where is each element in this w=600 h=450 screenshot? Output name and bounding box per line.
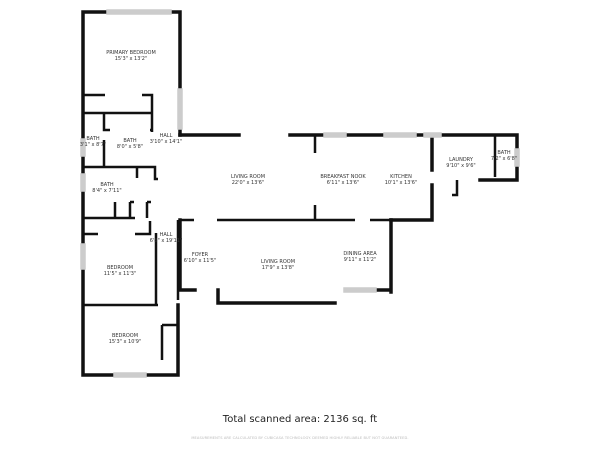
room-dims: 3'10" x 14'1" bbox=[150, 139, 183, 145]
room-name: BATH bbox=[100, 182, 114, 188]
room-name: LIVING ROOM bbox=[231, 174, 265, 180]
room-dims: 22'0" x 13'6" bbox=[232, 180, 265, 186]
room-name: FOYER bbox=[192, 252, 209, 258]
room-dims: 6'10" x 11'5" bbox=[184, 258, 217, 264]
room-name: LAUNDRY bbox=[449, 157, 474, 163]
room-dims: 9'11" x 11'2" bbox=[344, 257, 377, 263]
room-name: BEDROOM bbox=[107, 265, 133, 271]
disclaimer: MEASUREMENTS ARE CALCULATED BY CUBICASA … bbox=[191, 436, 409, 440]
room-name: BATH bbox=[86, 136, 100, 142]
room-name: BREAKFAST NOOK bbox=[320, 174, 366, 180]
room-labels: PRIMARY BEDROOM 15'3" x 13'2" BATH 3'1" … bbox=[80, 50, 517, 345]
room-name: BATH bbox=[497, 150, 511, 156]
room-name: PRIMARY BEDROOM bbox=[106, 50, 156, 56]
room-dims: 6'8" x 19'11" bbox=[150, 238, 183, 244]
total-area: Total scanned area: 2136 sq. ft bbox=[222, 414, 378, 425]
room-dims: 9'10" x 9'6" bbox=[446, 163, 475, 169]
room-dims: 3'1" x 8'7" bbox=[80, 142, 106, 148]
room-dims: 15'3" x 13'2" bbox=[115, 56, 148, 62]
room-name: BATH bbox=[123, 138, 137, 144]
walls bbox=[80, 9, 520, 378]
room-name: HALL bbox=[160, 133, 173, 139]
room-dims: 8'4" x 7'11" bbox=[92, 188, 121, 194]
room-dims: 15'3" x 10'9" bbox=[109, 339, 142, 345]
room-name: LIVING ROOM bbox=[261, 259, 295, 265]
room-dims: 11'5" x 11'3" bbox=[104, 271, 137, 277]
room-dims: 8'0" x 5'8" bbox=[117, 144, 143, 150]
room-name: DINING AREA bbox=[343, 251, 377, 257]
room-dims: 10'1" x 13'6" bbox=[385, 180, 418, 186]
room-name: HALL bbox=[160, 232, 173, 238]
room-dims: 6'11" x 13'6" bbox=[327, 180, 360, 186]
room-name: BEDROOM bbox=[112, 333, 138, 339]
room-dims: 7'2" x 6'8" bbox=[491, 156, 517, 162]
room-dims: 17'9" x 13'8" bbox=[262, 265, 295, 271]
room-name: KITCHEN bbox=[390, 174, 412, 180]
